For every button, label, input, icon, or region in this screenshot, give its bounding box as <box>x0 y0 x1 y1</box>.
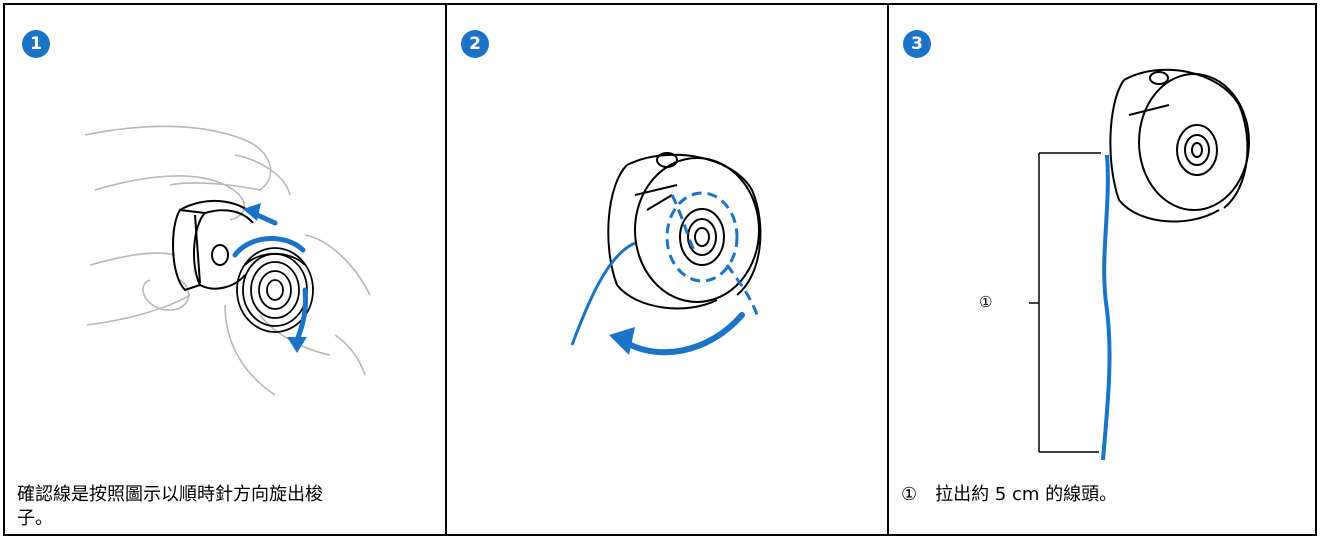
arrow-heads <box>243 203 307 353</box>
thread-length-illustration <box>1029 68 1250 461</box>
thread-path <box>570 241 636 346</box>
column-divider <box>887 5 889 534</box>
thread-path-dashed <box>665 191 759 316</box>
caption-line: ① 拉出約 5 cm 的線頭。 <box>901 484 1118 505</box>
bobbin-case-sketch <box>1109 68 1250 223</box>
length-bracket <box>1029 152 1101 453</box>
pulled-thread <box>1101 154 1112 461</box>
bobbin-removal-illustration <box>84 125 371 396</box>
bobbin-in-case-illustration <box>570 152 762 356</box>
hand-sketch <box>84 125 371 396</box>
step-2-badge: 2 <box>461 30 489 58</box>
step-3-panel: 3 ① ① 拉出約 5 cm <box>889 5 1317 534</box>
column-divider <box>445 5 447 534</box>
step-3-badge: 3 <box>903 30 931 58</box>
rotation-arrow <box>624 312 745 356</box>
step-2-panel: 2 <box>447 5 887 534</box>
caption-line: 子。 <box>17 508 53 529</box>
step-1-badge: 1 <box>22 30 50 58</box>
rotation-arrow-head <box>609 327 635 355</box>
step-1-caption: 確認線是按照圖示以順時針方向旋出梭 子。 <box>17 483 437 531</box>
instruction-table: 1 <box>3 3 1317 536</box>
step-1-panel: 1 <box>5 5 445 534</box>
bobbin-case-sketch <box>607 152 762 310</box>
callout-label: ① <box>979 293 993 311</box>
caption-line: 確認線是按照圖示以順時針方向旋出梭 <box>17 484 323 505</box>
step-3-caption: ① 拉出約 5 cm 的線頭。 <box>901 483 1311 507</box>
